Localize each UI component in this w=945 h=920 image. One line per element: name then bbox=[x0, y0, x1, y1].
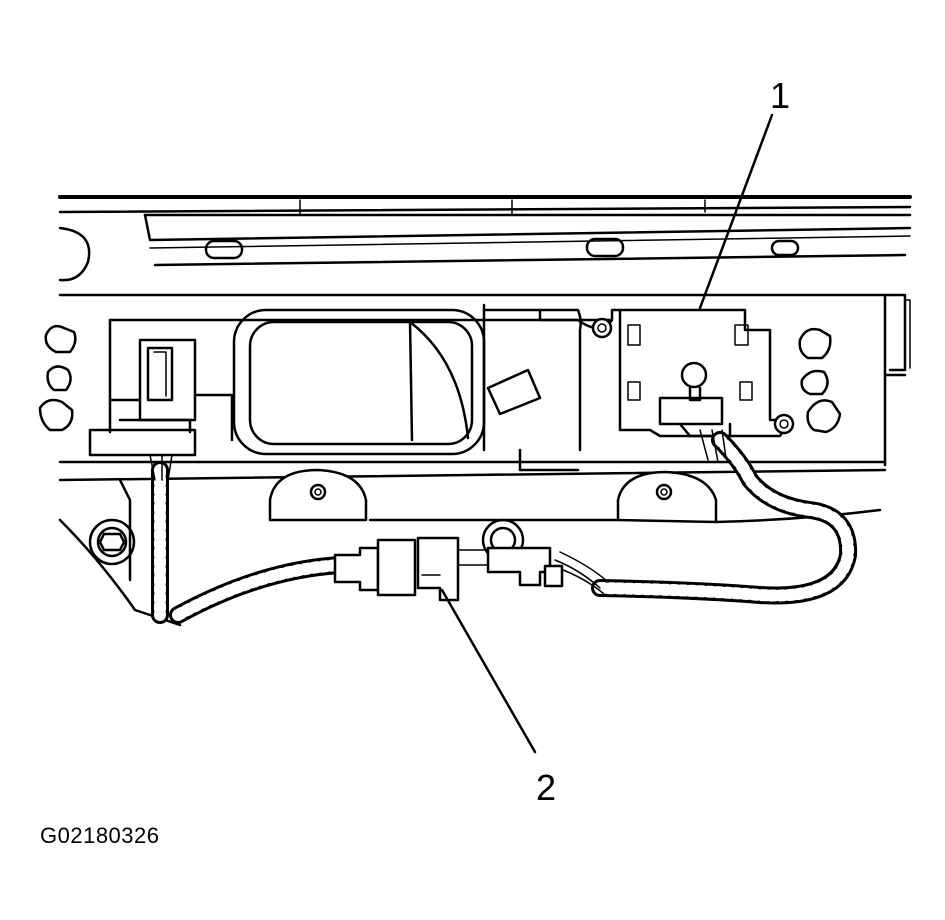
door-lock-switch bbox=[538, 308, 795, 438]
harness-connector bbox=[333, 536, 564, 602]
left-switch-connector bbox=[88, 338, 234, 457]
callout-2: 2 bbox=[536, 767, 556, 808]
mounting-bolt bbox=[88, 518, 136, 566]
right-clip-holes bbox=[798, 327, 842, 434]
rail-slots bbox=[204, 237, 800, 260]
left-clip-holes bbox=[38, 324, 77, 432]
figure-id-label: G02180326 bbox=[40, 823, 160, 848]
wiring-harness bbox=[149, 429, 858, 624]
callout-1: 1 bbox=[770, 75, 790, 116]
door-handle-pocket bbox=[232, 303, 582, 472]
leader-lines bbox=[440, 113, 774, 754]
upper-trim-rail bbox=[58, 195, 912, 467]
mounting-bosses bbox=[268, 468, 882, 524]
